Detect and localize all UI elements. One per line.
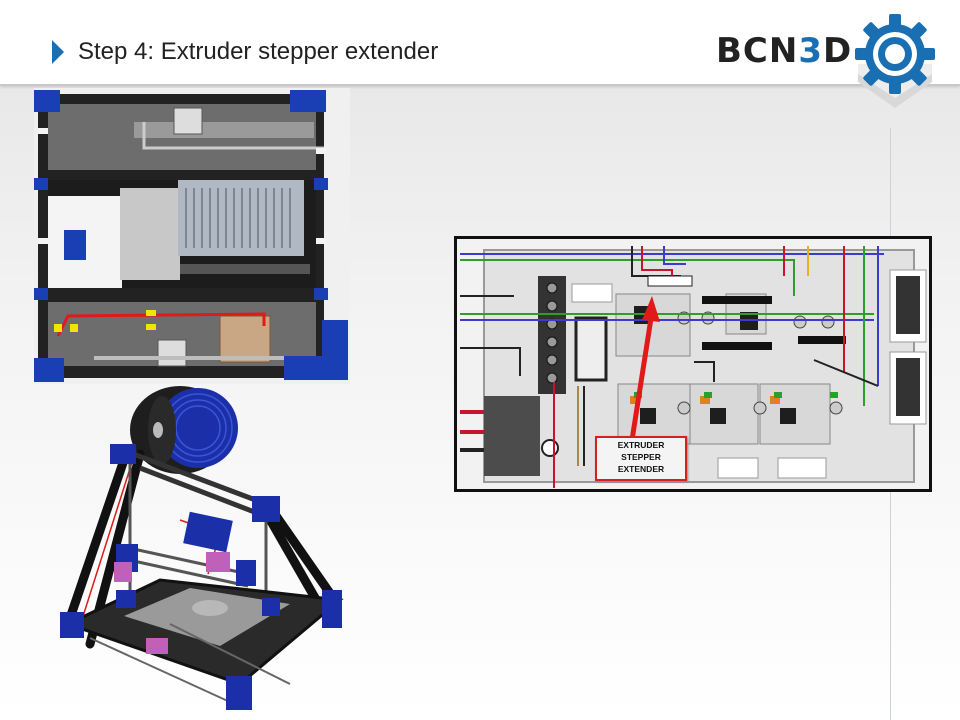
slide-title: Step 4: Extruder stepper extender <box>78 38 439 65</box>
callout-line-2: STEPPER <box>621 452 661 462</box>
gear-icon <box>855 14 935 108</box>
printer-isometric-image <box>60 386 344 710</box>
logo-suffix: D <box>823 31 853 71</box>
callout-line-3: EXTENDER <box>617 464 665 474</box>
brand-logo-text: BCN3D <box>716 31 852 71</box>
logo-number: 3 <box>798 31 823 71</box>
triangle-bullet-icon <box>52 40 64 64</box>
ramps-board-image <box>454 236 932 492</box>
printer-top-view-image <box>34 88 350 384</box>
extruder-stepper-extender-callout: EXTRUDER STEPPER EXTENDER <box>595 436 687 481</box>
callout-line-1: EXTRUDER <box>617 440 665 450</box>
slide-header: Step 4: Extruder stepper extender BCN3D <box>0 0 960 86</box>
logo-prefix: BCN <box>716 31 799 71</box>
